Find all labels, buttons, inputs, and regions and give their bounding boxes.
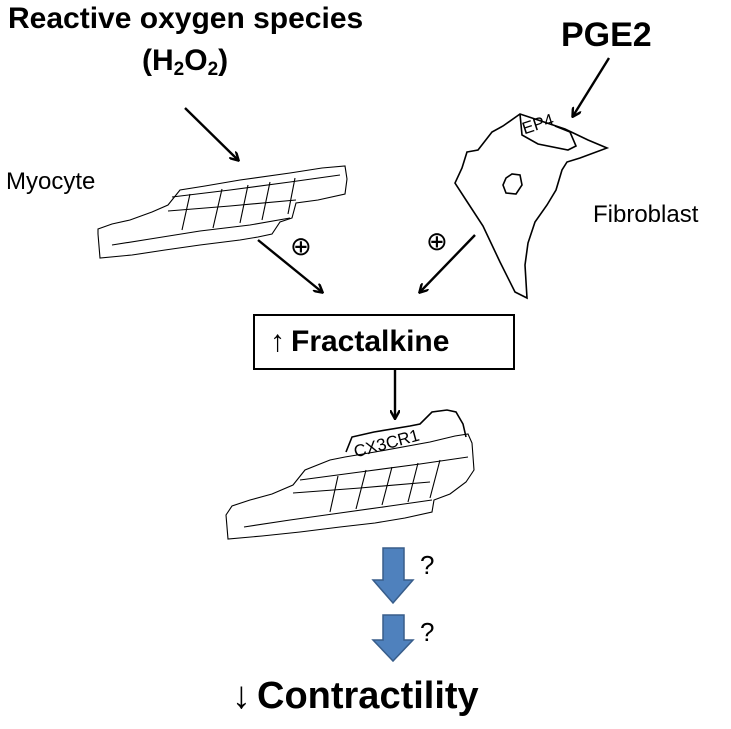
contractility-label: ↓Contractility — [232, 675, 479, 717]
fractalkine-box — [253, 314, 515, 370]
ros-to-myocyte-arrow — [184, 107, 238, 160]
myocyte-top-cell — [97, 165, 348, 259]
fibroblast-label: Fibroblast — [593, 201, 699, 228]
thin-arrows — [184, 57, 611, 418]
block-arrow-1 — [371, 547, 415, 605]
fractalkine-label: ↑Fractalkine — [270, 325, 450, 358]
stimulation-symbol-myocyte: ⊕ — [290, 231, 312, 261]
cx3cr1-receptor-shape — [345, 409, 467, 453]
ros-label: Reactive oxygen species — [8, 2, 364, 35]
myocyte-label: Myocyte — [6, 168, 96, 195]
block-arrows — [371, 547, 415, 663]
pge2-label: PGE2 — [561, 16, 652, 54]
myocyte-to-fractalkine-arrow — [257, 239, 322, 292]
fibroblast-to-fractalkine-arrow — [420, 234, 476, 292]
pge2-to-ep4-arrow — [573, 57, 611, 116]
myocyte-bottom-cell — [225, 433, 475, 540]
unknown-step-1: ? — [420, 550, 435, 580]
unknown-step-2: ? — [420, 617, 435, 647]
down-arrow-icon: ↓ — [232, 675, 251, 717]
block-arrow-2 — [371, 614, 415, 663]
ros-formula: (H2O2) — [142, 44, 229, 80]
fibroblast-cell — [454, 113, 610, 300]
up-arrow-icon: ↑ — [270, 325, 285, 358]
stimulation-symbol-fibroblast: ⊕ — [426, 226, 448, 256]
